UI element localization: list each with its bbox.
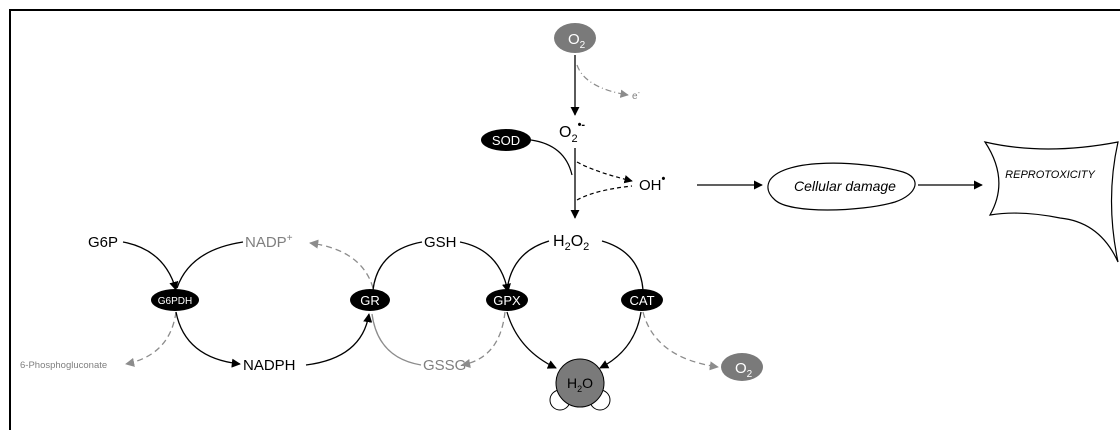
cat-enzyme: CAT <box>621 289 663 311</box>
svg-text:SOD: SOD <box>492 133 520 148</box>
cellular-damage-node: Cellular damage <box>767 162 916 211</box>
svg-text:GR: GR <box>360 293 380 308</box>
h2o-molecule: H2O <box>549 358 611 411</box>
o2-right-node: O2 <box>721 353 763 381</box>
reprotoxicity-node: REPROTOXICITY <box>983 141 1119 263</box>
curve-gssg-to-gr <box>371 313 422 366</box>
arrow-gpx-to-h2o <box>506 311 557 369</box>
curve-gr-to-gsh <box>372 241 423 291</box>
svg-text:REPROTOXICITY: REPROTOXICITY <box>1005 169 1095 181</box>
figure-frame <box>9 9 1120 430</box>
curve-h2o2-to-cat <box>601 240 644 291</box>
arrow-gr-to-nadp <box>309 239 374 289</box>
arrow-to-hydroxyl-2 <box>576 185 633 201</box>
hydroxyl-label: OH• <box>639 173 666 194</box>
gssg-label: GSSG <box>423 357 466 374</box>
arrow-gsh-to-gpx <box>459 241 511 293</box>
gr-enzyme: GR <box>350 289 390 311</box>
h2o2-label: H2O2 <box>553 233 589 253</box>
svg-text:O2: O2 <box>568 31 586 51</box>
arrow-cat-to-h2o <box>599 311 642 369</box>
curve-nadp-to-g6pdh <box>176 241 244 289</box>
arrow-to-phosphogluconate <box>125 311 177 367</box>
arrow-nadph-to-gr <box>305 313 373 366</box>
superoxide-label: O2•- <box>559 119 585 145</box>
svg-text:H2O: H2O <box>567 375 593 394</box>
arrow-gpx-to-gssg <box>461 311 506 368</box>
gsh-label: GSH <box>424 234 457 251</box>
phosphogluconate-label: 6-Phosphogluconate <box>20 360 107 371</box>
svg-text:GPX: GPX <box>493 293 521 308</box>
arrow-g6p <box>122 241 179 291</box>
arrow-electron <box>576 64 629 98</box>
gpx-enzyme: GPX <box>486 289 528 311</box>
svg-text:G6PDH: G6PDH <box>158 296 192 307</box>
svg-text:Cellular damage: Cellular damage <box>794 178 896 194</box>
svg-text:CAT: CAT <box>629 293 654 308</box>
g6p-label: G6P <box>88 234 118 251</box>
curve-h2o2-to-gpx <box>506 240 550 291</box>
arrow-cat-to-o2 <box>642 311 719 371</box>
svg-text:O2: O2 <box>735 360 753 380</box>
arrow-to-hydroxyl-1 <box>576 161 633 184</box>
electron-label: e- <box>632 90 641 102</box>
arrow-to-nadph <box>175 311 241 368</box>
sod-catalysis-curve <box>530 139 573 176</box>
nadph-label: NADPH <box>243 357 296 374</box>
sod-enzyme: SOD <box>481 129 531 151</box>
o2-top-node: O2 <box>554 23 596 53</box>
g6pdh-enzyme: G6PDH <box>151 289 199 311</box>
nadp-plus-label: NADP+ <box>245 233 293 251</box>
